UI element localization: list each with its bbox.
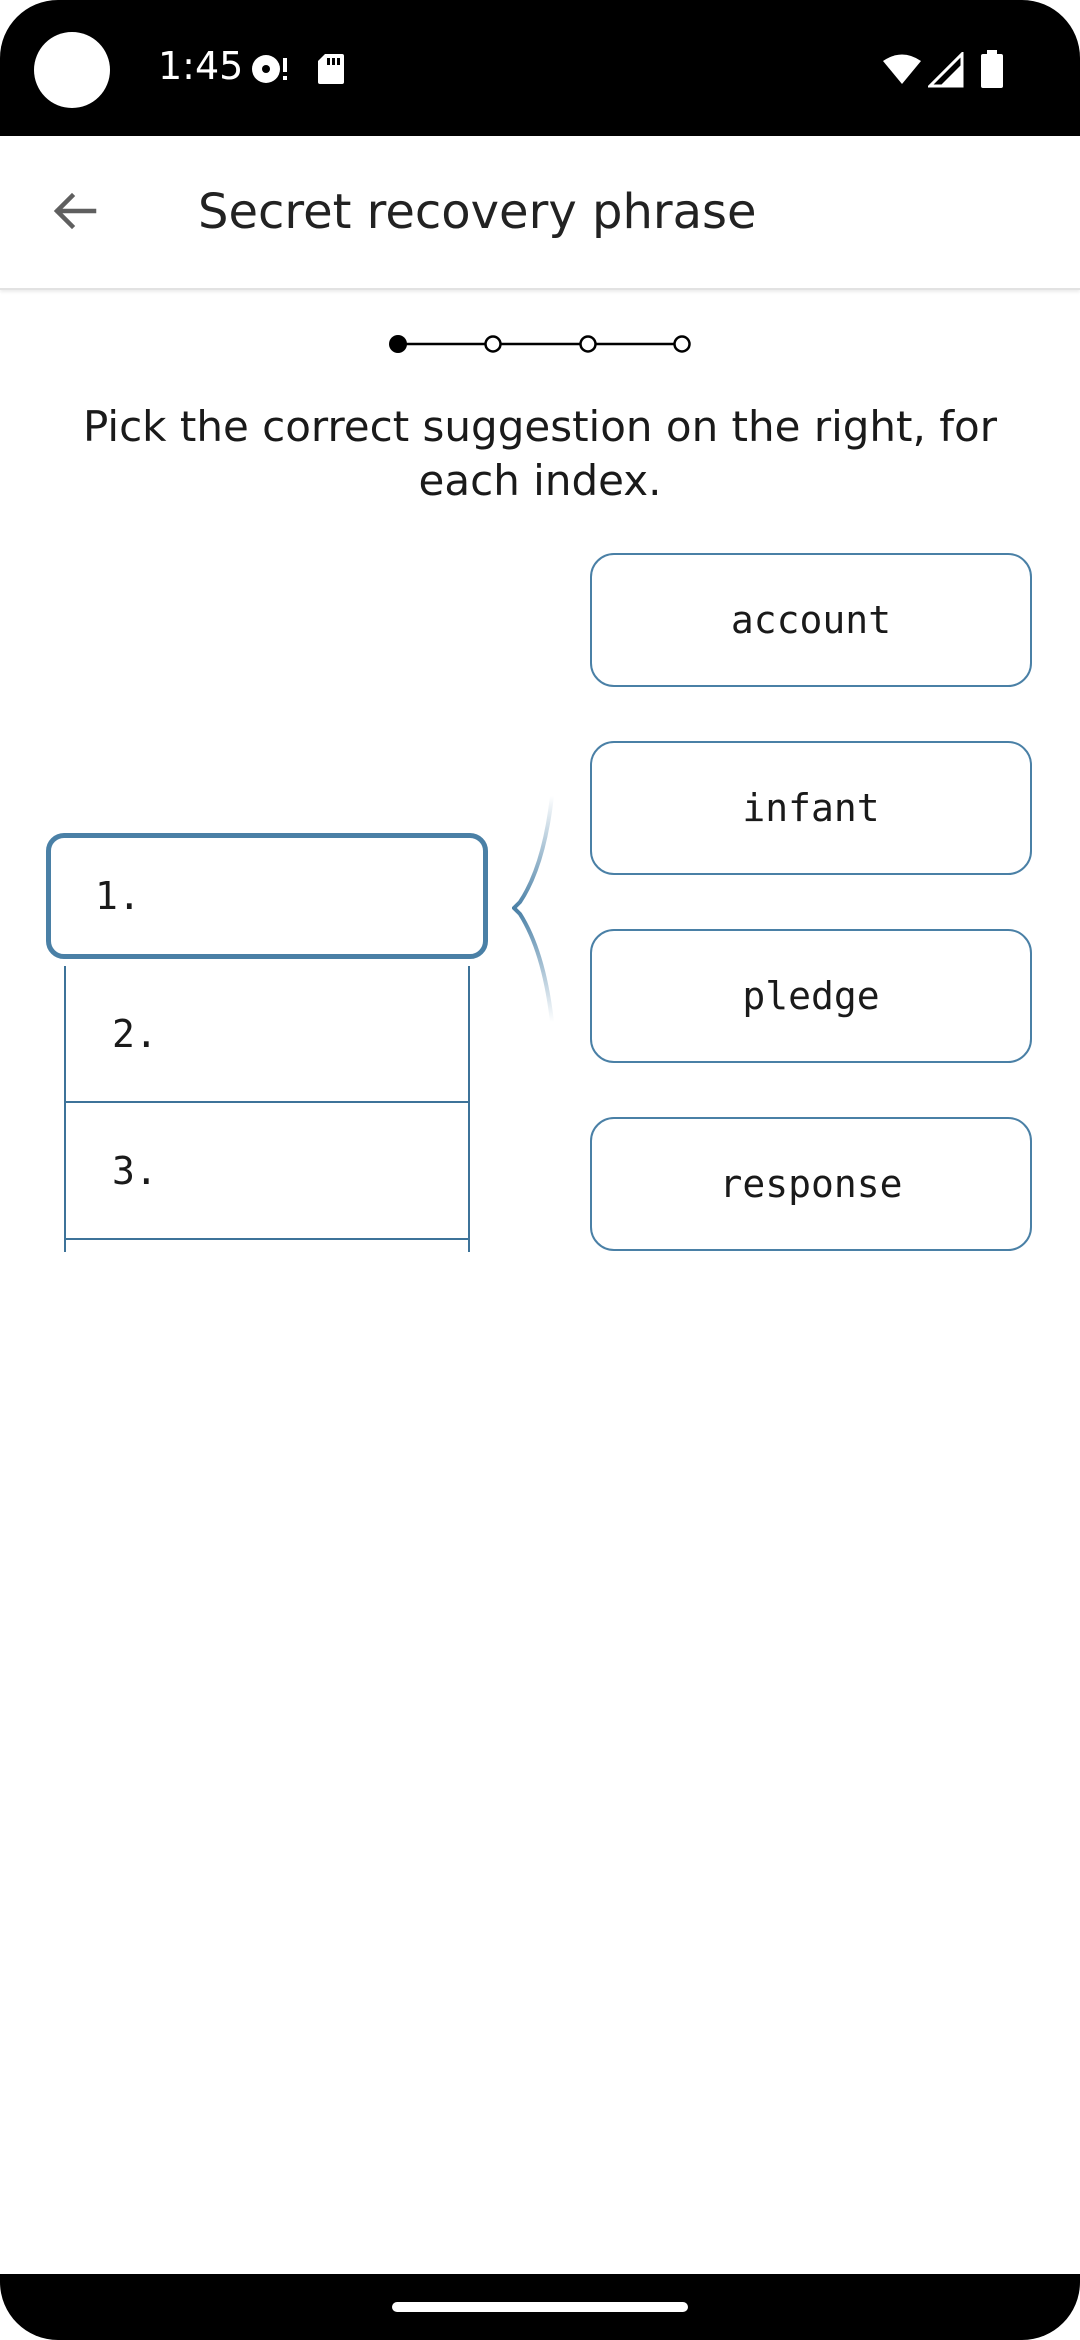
camera-cutout [34, 32, 110, 108]
index-row-1-active[interactable]: 1. [46, 833, 488, 959]
index-list: 2. 3. [64, 966, 470, 1252]
back-button[interactable] [30, 168, 120, 258]
app-bar: Secret recovery phrase [0, 136, 1080, 290]
navigation-bar [0, 2274, 1080, 2340]
status-time: 1:45 [158, 44, 244, 88]
status-bar: 1:45 [0, 0, 1080, 136]
selection-pointer [511, 795, 558, 1026]
stepper-dot-3 [579, 335, 597, 353]
stepper-dot-2 [484, 335, 502, 353]
stepper-dot-4 [673, 335, 691, 353]
page-title: Secret recovery phrase [198, 184, 757, 240]
suggestion-infant[interactable]: infant [590, 741, 1032, 875]
home-indicator[interactable] [392, 2302, 688, 2312]
index-row-2[interactable]: 2. [66, 966, 468, 1103]
suggestion-account[interactable]: account [590, 553, 1032, 687]
back-arrow-icon [50, 186, 100, 240]
instruction-text: Pick the correct suggestion on the right… [83, 402, 997, 505]
cell-signal-icon [926, 50, 964, 92]
suggestion-response[interactable]: response [590, 1117, 1032, 1251]
index-row-3[interactable]: 3. [66, 1103, 468, 1240]
media-icon [250, 52, 290, 90]
sd-card-icon [316, 52, 346, 90]
progress-stepper [386, 330, 696, 362]
battery-icon [980, 50, 1004, 92]
stepper-dot-1 [389, 335, 407, 353]
suggestion-pledge[interactable]: pledge [590, 929, 1032, 1063]
wifi-icon [882, 54, 922, 90]
